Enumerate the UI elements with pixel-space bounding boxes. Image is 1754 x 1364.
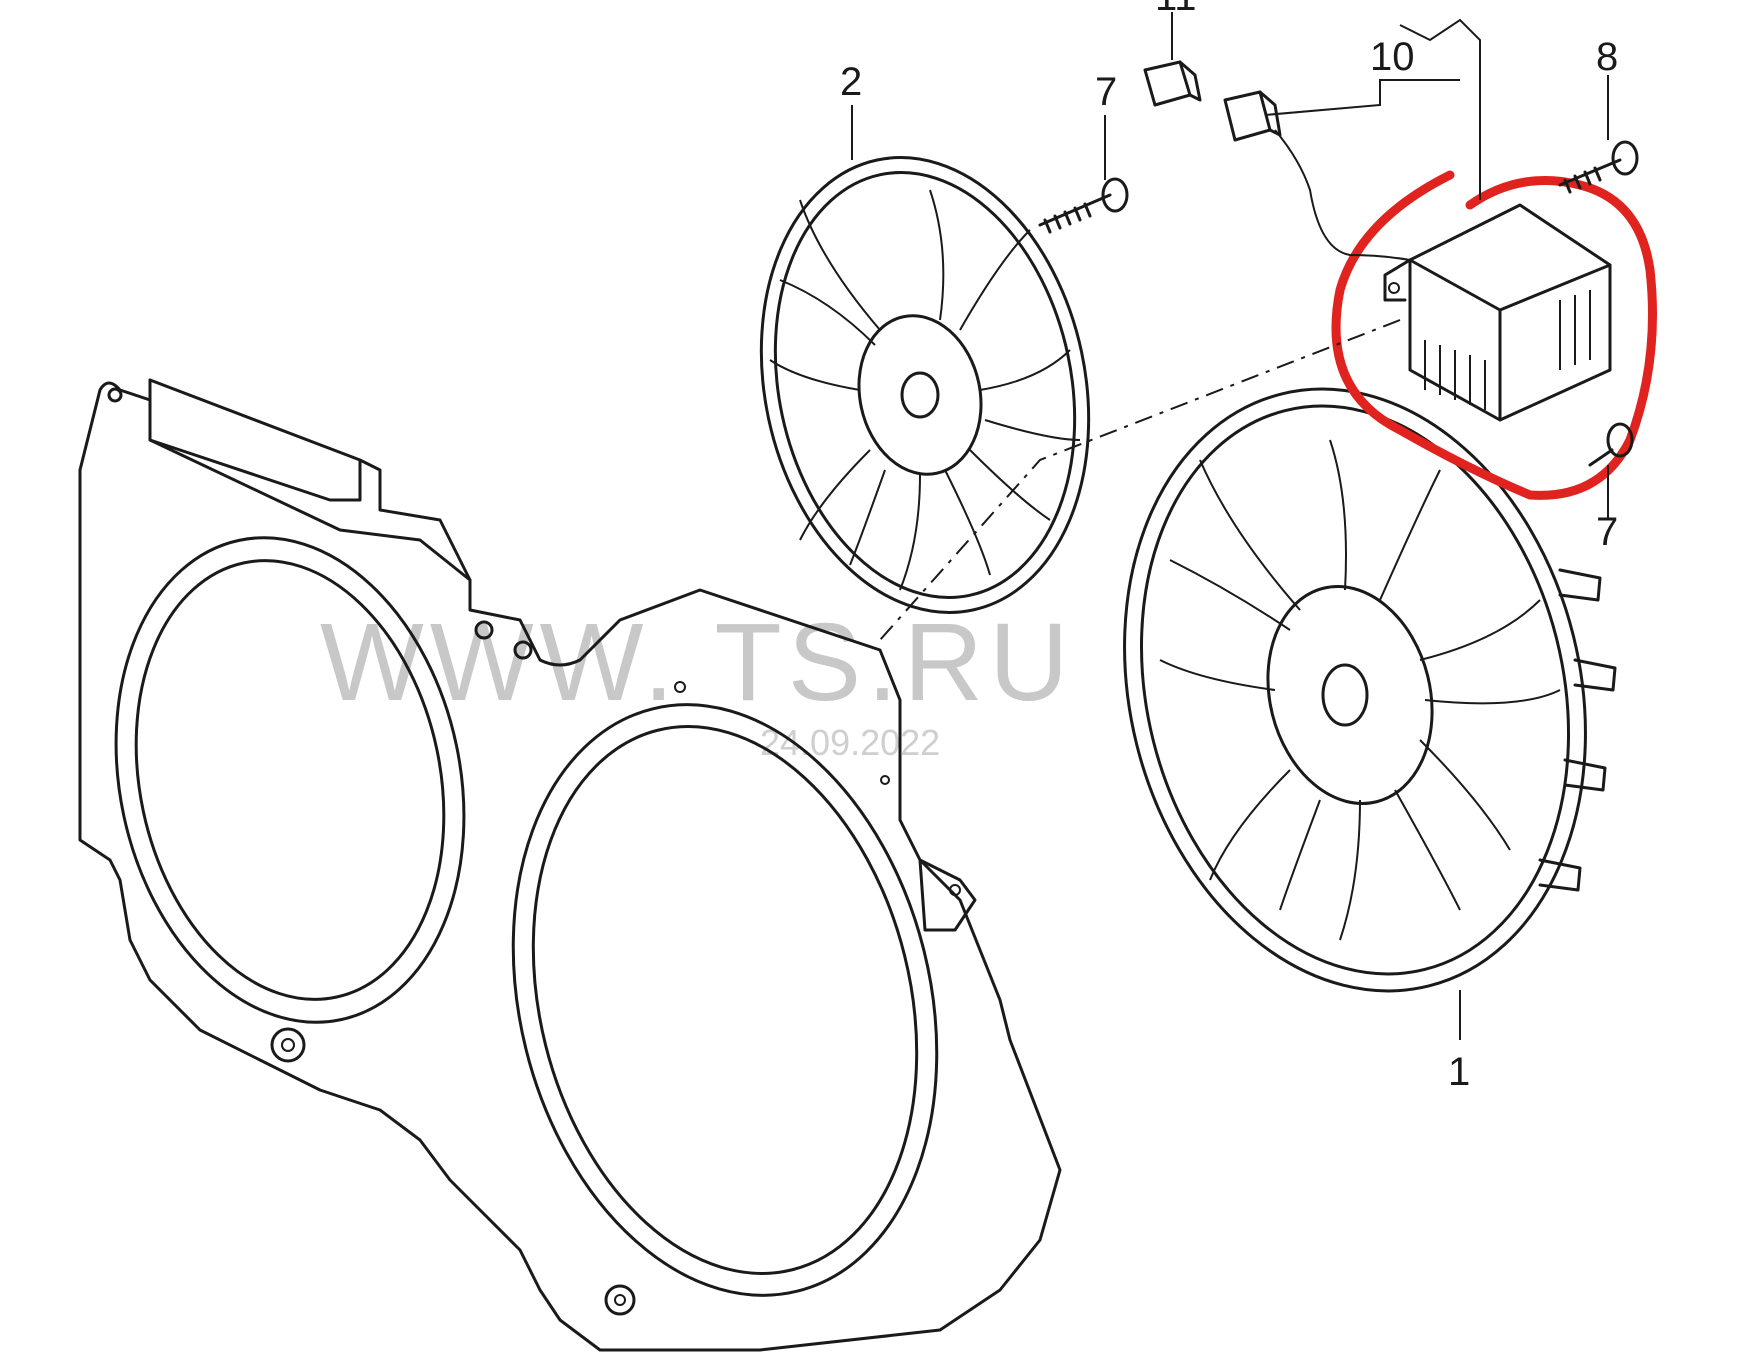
auxiliary-fan bbox=[759, 156, 1091, 614]
label-part-1: 1 bbox=[1448, 1050, 1470, 1094]
highlight-circle bbox=[1331, 170, 1657, 500]
label-part-8: 8 bbox=[1596, 35, 1618, 79]
label-part-11: 11 bbox=[1155, 0, 1197, 19]
label-part-7-lower: 7 bbox=[1596, 510, 1618, 554]
main-fan bbox=[1123, 387, 1617, 993]
bolt-8 bbox=[1558, 140, 1639, 194]
fan-control-module bbox=[1383, 203, 1612, 422]
connector-assembly bbox=[1143, 60, 1411, 261]
bolt-7-upper bbox=[1038, 177, 1129, 234]
fan-shroud bbox=[78, 378, 1062, 1352]
assembly-line bbox=[879, 319, 1401, 641]
watermark-date: 24.09.2022 bbox=[760, 722, 940, 763]
label-part-7-upper: 7 bbox=[1095, 70, 1117, 114]
leader-lines bbox=[851, 12, 1609, 1040]
label-part-2: 2 bbox=[840, 60, 862, 104]
bolt-7-lower bbox=[1588, 422, 1634, 467]
label-part-10: 10 bbox=[1370, 35, 1415, 79]
